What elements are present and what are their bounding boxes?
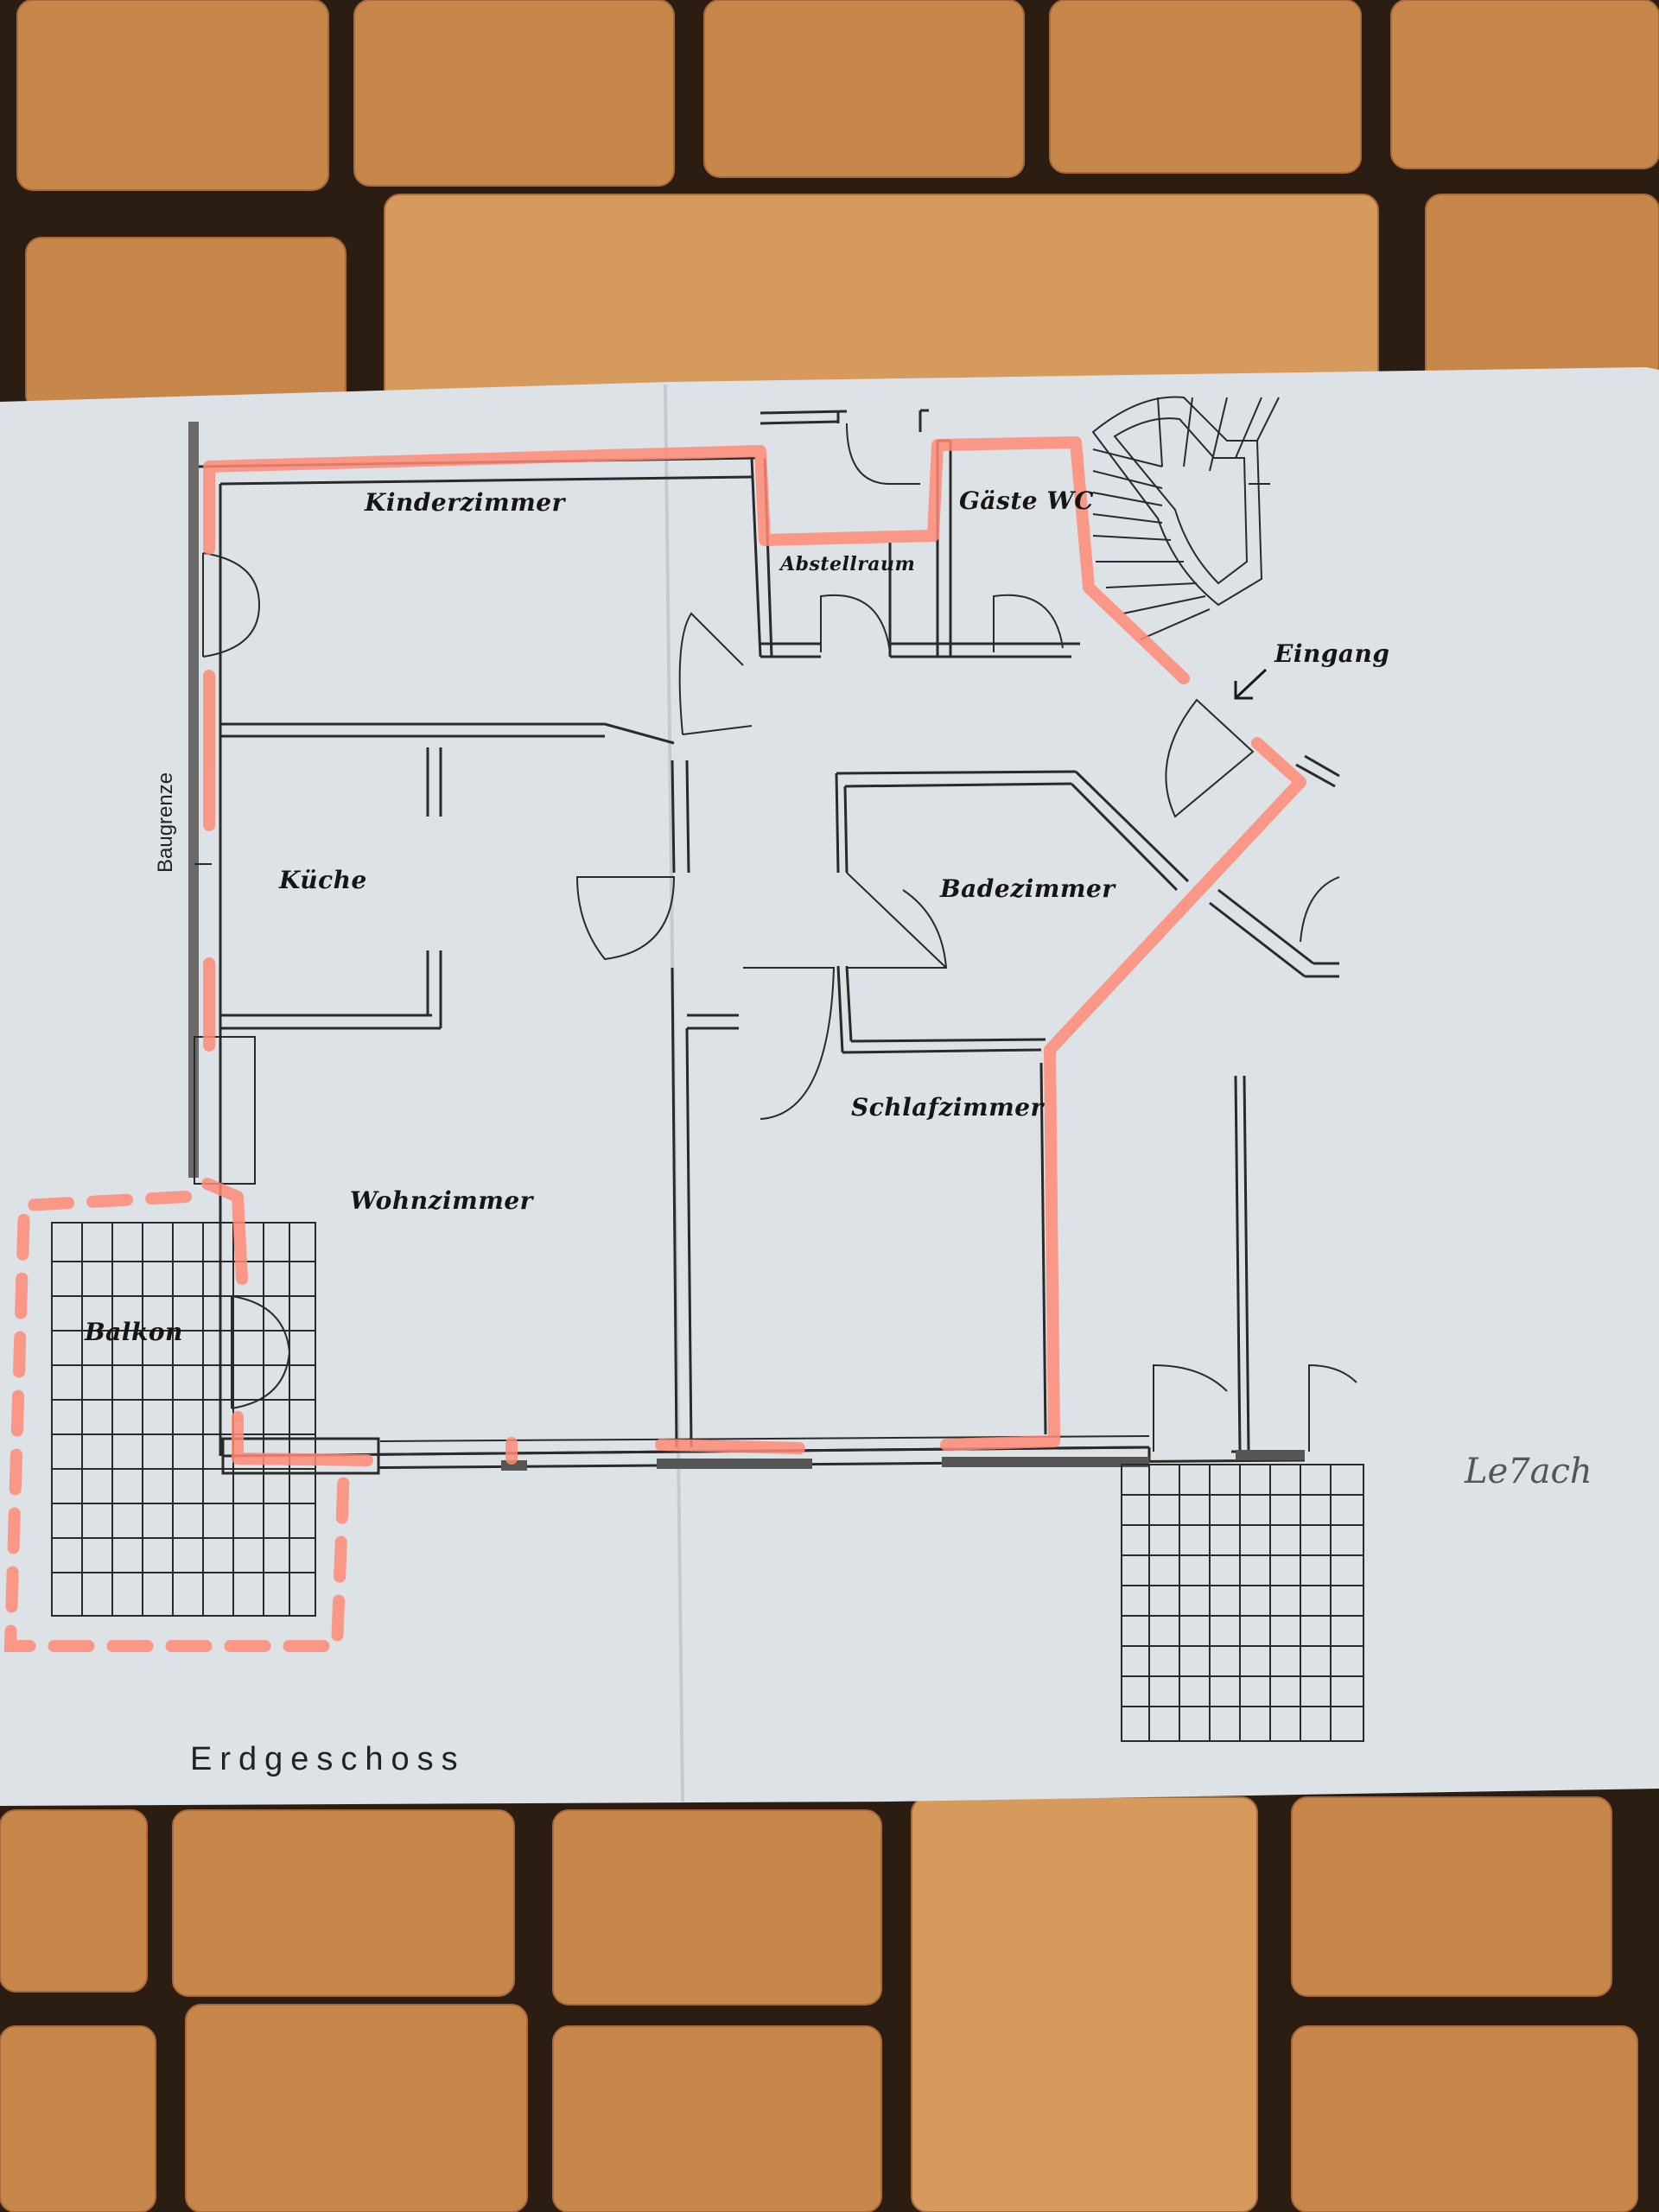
room-label-abstellraum: Abstellraum: [780, 553, 916, 575]
room-label-badezimmer: Badezimmer: [940, 874, 1116, 903]
balcony-grid: [51, 1222, 316, 1617]
entrance-arrow-icon: [1234, 668, 1268, 700]
boundary-label: Baugrenze: [154, 772, 177, 873]
room-label-kueche: Küche: [279, 866, 367, 894]
plan-title: Erdgeschoss: [190, 1741, 466, 1777]
door-swings: [202, 423, 1357, 1452]
staircase: [1091, 396, 1280, 640]
room-label-kinderzimmer: Kinderzimmer: [365, 488, 565, 517]
highlighter-outline: [201, 436, 1306, 1466]
terrace-grid: [1121, 1464, 1364, 1742]
room-label-gaeste-wc: Gäste WC: [959, 486, 1095, 515]
room-label-balkon: Balkon: [85, 1318, 183, 1346]
room-label-schlafzimmer: Schlafzimmer: [851, 1093, 1044, 1122]
signature: Le7ach: [1465, 1452, 1592, 1491]
balcony-dashed-outline: [3, 1191, 350, 1652]
room-label-wohnzimmer: Wohnzimmer: [350, 1186, 533, 1215]
entrance-label: Eingang: [1274, 639, 1390, 668]
interior-walls: [220, 409, 1340, 1460]
